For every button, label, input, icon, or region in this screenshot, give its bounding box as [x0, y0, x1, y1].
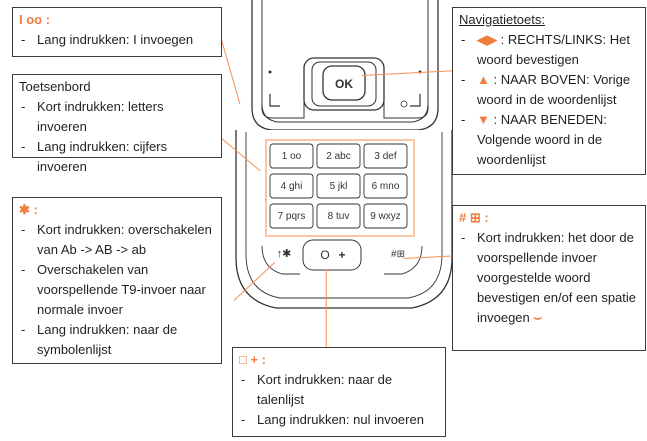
key-label: 7 pqrs — [278, 211, 306, 222]
keypad: 1 oo 2 abc 3 def 4 ghi 5 jkl 6 mno 7 pqrs 8 tuv… — [269, 143, 408, 229]
ok-button[interactable] — [322, 65, 366, 101]
key-label: 2 abc — [326, 151, 350, 162]
list-item: Kort indrukken: overschakelen van Ab -> … — [19, 220, 215, 260]
key-zero[interactable] — [302, 239, 362, 271]
list-item: Lang indrukken: nul invoeren — [239, 410, 439, 430]
key-label: 8 tuv — [328, 211, 350, 222]
star-key-icon: ✱ : — [19, 202, 38, 217]
list-item-text: : NAAR BOVEN: Vorige woord in de woorden… — [477, 72, 631, 107]
callout-keyboard: Toetsenbord Kort indrukken: letters invo… — [12, 74, 222, 174]
callout-star-key: ✱ : Kort indrukken: overschakelen van Ab… — [12, 197, 222, 364]
svg-text:O: O — [320, 248, 329, 262]
callout-hash-key: # ⊞ : Kort indrukken: het door de voorsp… — [452, 205, 646, 351]
key-3[interactable] — [363, 143, 408, 169]
list-item: Kort indrukken: letters invoeren — [19, 97, 215, 137]
hash-key-icon: # ⊞ : — [459, 210, 489, 225]
leader-line — [325, 269, 327, 350]
arrow-icon: ▼ — [477, 112, 490, 127]
list-item: Lang indrukken: cijfers invoeren — [19, 137, 215, 177]
key-label: 5 jkl — [330, 181, 348, 192]
arrow-icon: ◀▶ — [477, 32, 497, 47]
callout-zero-key: □ + : Kort indrukken: naar de talenlijst… — [232, 347, 446, 437]
key-2[interactable] — [316, 143, 361, 169]
key-label: 9 wxyz — [370, 211, 401, 222]
key-6[interactable] — [363, 173, 408, 199]
key-label: 6 mno — [372, 181, 400, 192]
key-label: 4 ghi — [281, 181, 303, 192]
svg-text:+: + — [338, 248, 345, 262]
list-item: Kort indrukken: naar de talenlijst — [239, 370, 439, 410]
key-8[interactable] — [316, 203, 361, 229]
list-item: ▲ : NAAR BOVEN: Vorige woord in de woord… — [459, 70, 639, 110]
list-item-text: : NAAR BENEDEN: Volgende woord in de woo… — [477, 112, 607, 167]
callout-navigation: Navigatietoets: ◀▶ : RECHTS/LINKS: Het w… — [452, 7, 646, 175]
keypad-highlight — [265, 139, 415, 237]
list-item: Lang indrukken: naar de symbolenlijst — [19, 320, 215, 360]
svg-text:↑✱: ↑✱ — [277, 248, 292, 260]
key-label: 3 def — [374, 151, 396, 162]
list-item-text: : RECHTS/LINKS: Het woord bevestigen — [477, 32, 630, 67]
key-1[interactable] — [269, 143, 314, 169]
key-1-icon: I oo : — [19, 12, 51, 27]
space-icon: ⌣ — [533, 310, 542, 325]
ok-label: OK — [335, 77, 353, 91]
navigation-title: Navigatietoets: — [459, 12, 545, 27]
key-7[interactable] — [269, 203, 314, 229]
key-label: 1 oo — [282, 151, 302, 162]
keyboard-title: Toetsenbord — [19, 79, 91, 94]
key-9[interactable] — [363, 203, 408, 229]
svg-text:#⊞: #⊞ — [391, 249, 405, 260]
list-item: Overschakelen van voorspellende T9-invoe… — [19, 260, 215, 320]
callout-key-1: I oo : Lang indrukken: I invoegen — [12, 7, 222, 57]
list-item: Lang indrukken: I invoegen — [19, 30, 215, 50]
arrow-icon: ▲ — [477, 72, 490, 87]
key-4[interactable] — [269, 173, 314, 199]
key-5[interactable] — [316, 173, 361, 199]
list-item: ◀▶ : RECHTS/LINKS: Het woord bevestigen — [459, 30, 639, 70]
list-item: Kort indrukken: het door de voorspellend… — [459, 228, 639, 328]
list-item: ▼ : NAAR BENEDEN: Volgende woord in de w… — [459, 110, 639, 170]
zero-key-icon: □ + : — [239, 352, 266, 367]
